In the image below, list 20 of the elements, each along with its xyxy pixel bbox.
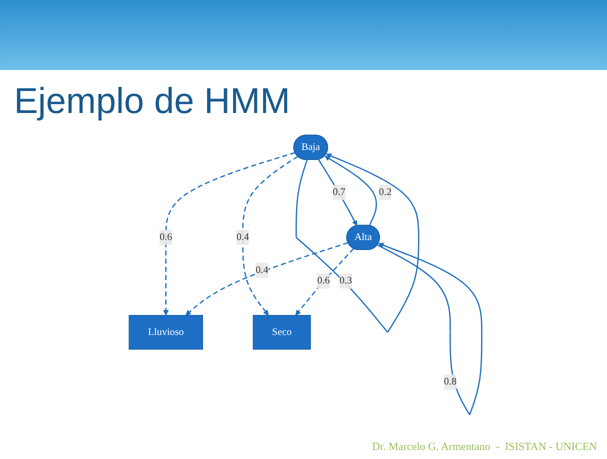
edge-label: 0.7 xyxy=(332,186,346,198)
arrow xyxy=(318,159,357,226)
edge-label: 0.8 xyxy=(444,376,456,388)
arrow xyxy=(162,152,295,316)
edge-label: 0.2 xyxy=(378,186,392,198)
arrow xyxy=(295,153,419,333)
edge-label: 0.4 xyxy=(255,264,268,276)
node-box: Lluvioso xyxy=(128,314,203,350)
edge-label: 0.3 xyxy=(339,275,352,286)
edge-label: 0.6 xyxy=(159,232,172,242)
edge-label: 0.4 xyxy=(236,232,249,242)
arrow xyxy=(185,242,348,316)
arrow xyxy=(294,248,354,316)
node-box: Seco xyxy=(252,314,310,350)
arrow xyxy=(242,156,298,316)
arrow xyxy=(324,156,377,226)
slide-title: Ejemplo de HMM xyxy=(14,80,290,122)
edge-label: 0.6 xyxy=(316,275,330,286)
footer-credit: Dr. Marcelo G. Armentano - ISISTAN - UNICEN xyxy=(372,441,597,453)
arrow xyxy=(376,242,482,416)
